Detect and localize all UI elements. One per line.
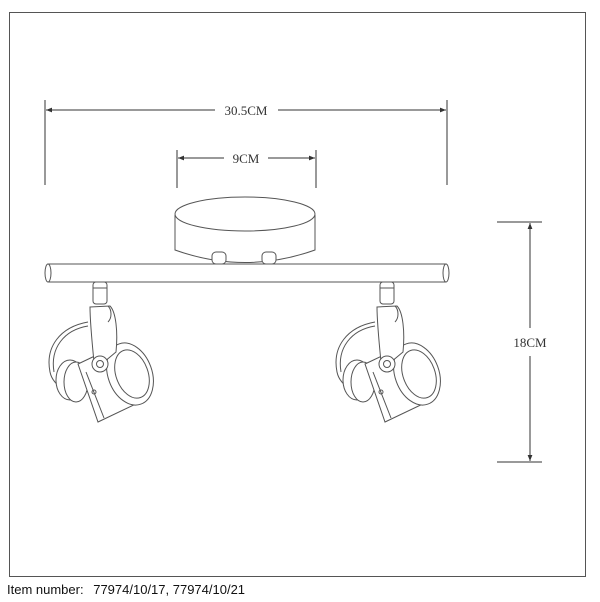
height-label: 18CM bbox=[513, 335, 547, 350]
ceiling-canopy bbox=[174, 196, 316, 265]
item-number-label: Item number: bbox=[7, 582, 84, 597]
spotlight-left bbox=[48, 281, 163, 423]
total-width-label: 30.5CM bbox=[225, 103, 268, 118]
spotlight-right bbox=[335, 281, 450, 423]
dimension-canopy-width bbox=[176, 150, 317, 188]
item-number-values: 77974/10/17, 77974/10/21 bbox=[93, 582, 246, 597]
dimension-total-width bbox=[44, 100, 448, 185]
dimension-height bbox=[497, 221, 542, 463]
drawing-frame bbox=[9, 12, 586, 577]
mounting-bar bbox=[44, 263, 450, 283]
item-number-caption: Item number: 77974/10/17, 77974/10/21 bbox=[7, 582, 251, 597]
canopy-width-label: 9CM bbox=[233, 151, 260, 166]
